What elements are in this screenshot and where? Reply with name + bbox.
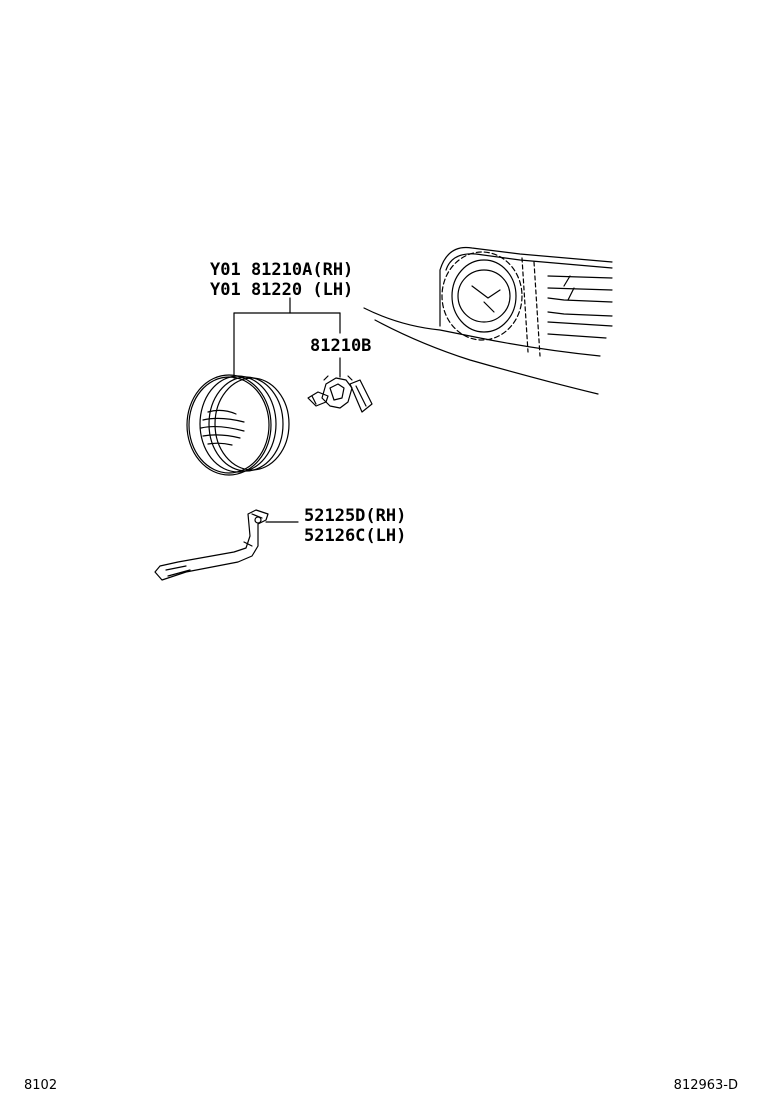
bracket-drawing <box>154 509 269 581</box>
bulb-part-number[interactable]: 81210B <box>310 336 372 356</box>
fog-lamp-lh-part-number[interactable]: Y01 81220 (LH) <box>210 280 354 300</box>
fog-lamp-leader-lines <box>233 297 341 379</box>
vehicle-front-view <box>363 246 613 395</box>
fog-lamp-rh-part-number[interactable]: Y01 81210A(RH) <box>210 260 354 280</box>
bracket-rh-part-number[interactable]: 52125D(RH) <box>304 506 407 526</box>
fog-lamp-assembly <box>186 374 290 476</box>
bracket-lh-part-number[interactable]: 52126C(LH) <box>304 526 407 546</box>
footer-left-code: 8102 <box>24 1078 58 1093</box>
footer-right-code: 812963-D <box>673 1078 738 1093</box>
bulb-drawing <box>307 375 373 413</box>
